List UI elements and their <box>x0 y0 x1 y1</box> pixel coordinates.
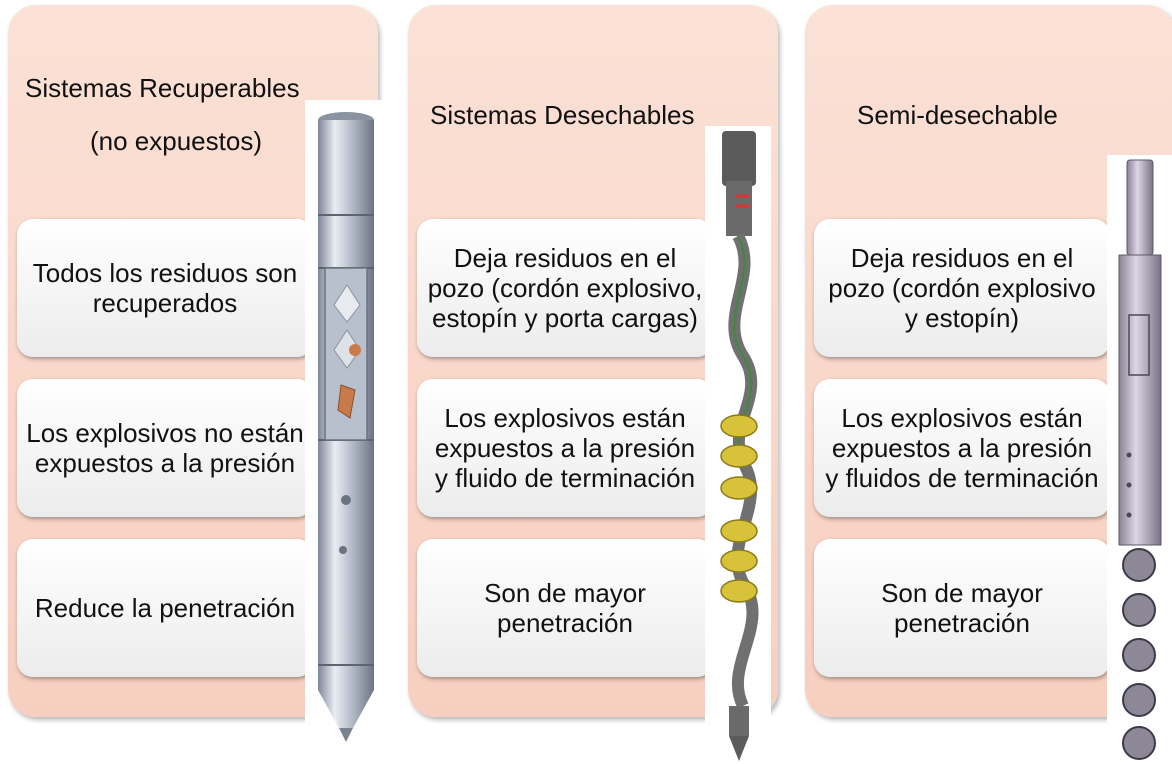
column-subtitle: (no expuestos) <box>90 126 262 156</box>
feature-card: Todos los residuos son recuperados <box>17 219 313 357</box>
feature-card: Reduce la penetración <box>17 539 313 677</box>
column-title: Sistemas Recuperables <box>25 73 300 103</box>
feature-card: Son de mayor penetración <box>814 539 1110 677</box>
feature-card: Los explosivos están expuestos a la pres… <box>417 379 713 517</box>
column-desechables: Sistemas Desechables Deja residuos en el… <box>408 5 778 717</box>
feature-card: Los explosivos no están expuestos a la p… <box>17 379 313 517</box>
semi-expendable-gun-icon <box>1107 155 1172 764</box>
feature-card: Son de mayor penetración <box>417 539 713 677</box>
feature-card: Deja residuos en el pozo (cordón explosi… <box>417 219 713 357</box>
expendable-gun-icon <box>705 126 771 764</box>
feature-card: Deja residuos en el pozo (cordón explosi… <box>814 219 1110 357</box>
column-title: Semi-desechable <box>857 100 1058 130</box>
column-title: Sistemas Desechables <box>430 100 695 130</box>
retrievable-gun-icon <box>305 100 385 745</box>
feature-card: Los explosivos están expuestos a la pres… <box>814 379 1110 517</box>
